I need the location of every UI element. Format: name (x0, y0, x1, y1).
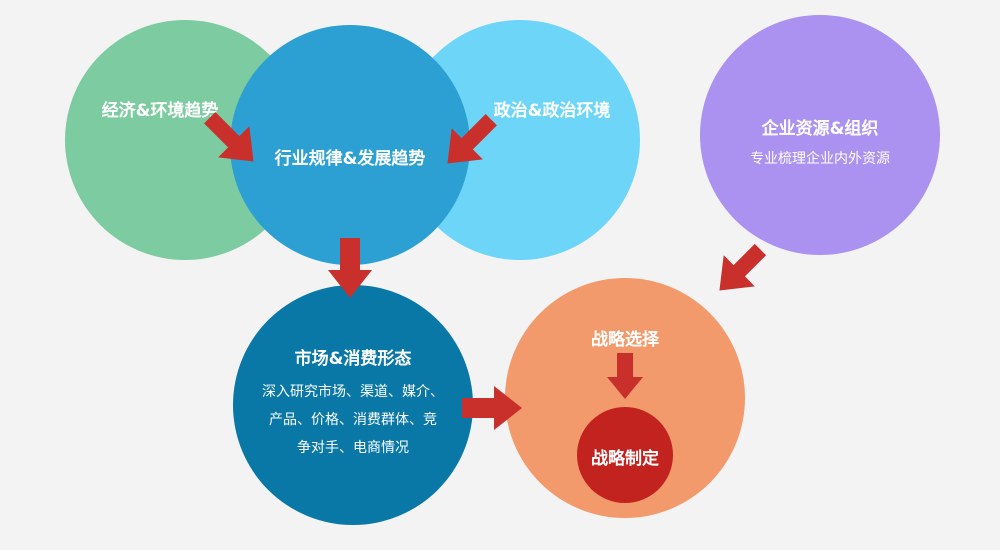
resources-subtitle: 专业梳理企业内外资源 (750, 151, 890, 167)
market-line-2: 产品、价格、消费群体、竞 (269, 412, 437, 428)
industry-label: 行业规律&发展趋势 (274, 149, 426, 169)
arrow-industry-to-market (328, 238, 372, 298)
resources-title: 企业资源&组织 (761, 119, 879, 139)
politics-label: 政治&政治环境 (493, 101, 611, 121)
strategy-choice-label: 战略选择 (591, 330, 659, 350)
economy-label: 经济&环境趋势 (101, 101, 219, 121)
strategy-making-label: 战略制定 (591, 449, 659, 469)
market-circle (233, 285, 473, 525)
arrow-politics-to-industry (447, 114, 497, 164)
arrow-resources-to-strategy (719, 243, 767, 291)
industry-circle (230, 25, 470, 265)
arrow-economy-to-industry (204, 112, 254, 162)
resources-circle (700, 15, 940, 255)
arrow-choice-to-making (607, 353, 643, 399)
market-line-1: 深入研究市场、渠道、媒介、 (262, 384, 444, 400)
strategy-making-circle (577, 407, 673, 503)
arrow-market-to-strategy (462, 386, 522, 430)
market-title: 市场&消费形态 (294, 349, 412, 369)
market-line-3: 争对手、电商情况 (297, 440, 409, 456)
